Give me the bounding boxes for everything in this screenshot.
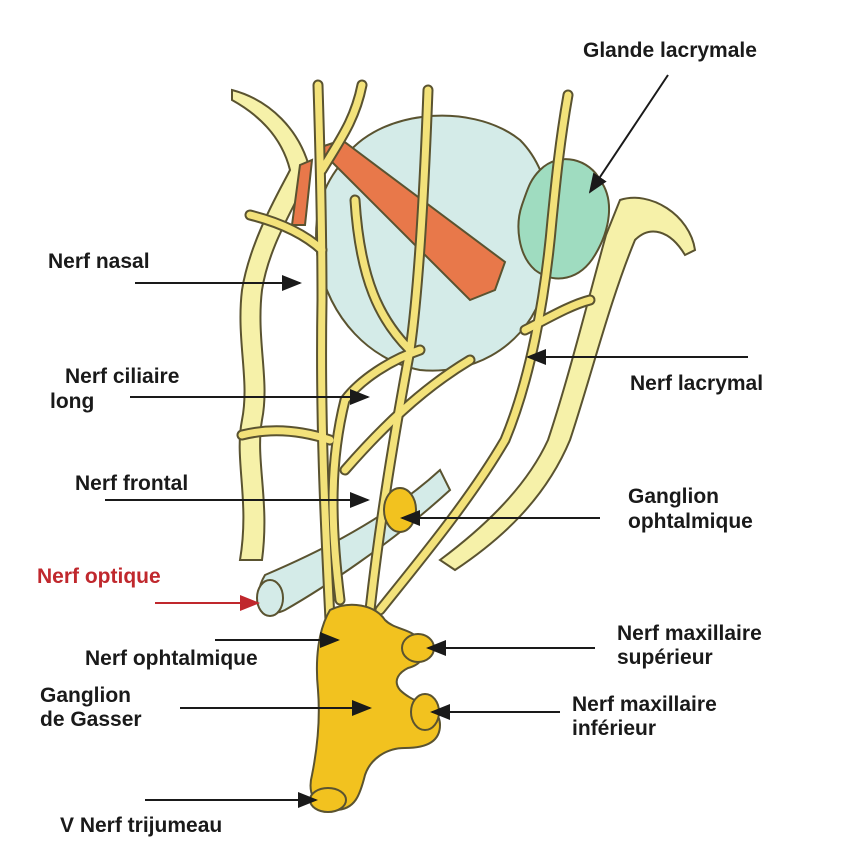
label-ganglion-gasser-line2: de Gasser (40, 708, 142, 731)
optic-nerve-section (256, 579, 284, 617)
orbital-bone-right (438, 196, 697, 572)
label-nerf-maxillaire-inferieur-line2: inférieur (572, 717, 656, 740)
label-nerf-ciliaire-long-line1: Nerf ciliaire (65, 365, 179, 388)
label-nerf-nasal: Nerf nasal (48, 250, 150, 273)
lacrimal-gland (517, 158, 611, 280)
label-v-nerf-trijumeau: V Nerf trijumeau (60, 814, 222, 837)
label-ganglion-ophtalmique-line2: ophtalmique (628, 510, 753, 533)
label-nerf-optique: Nerf optique (37, 565, 161, 588)
muscle-oblique (290, 158, 314, 226)
ciliary-ganglion (383, 487, 417, 533)
label-nerf-lacrymal: Nerf lacrymal (630, 372, 763, 395)
label-nerf-frontal: Nerf frontal (75, 472, 188, 495)
label-nerf-maxillaire-inferieur-line1: Nerf maxillaire (572, 693, 717, 716)
label-nerf-ciliaire-long-line2: long (50, 390, 94, 413)
label-nerf-maxillaire-superieur-line2: supérieur (617, 646, 713, 669)
label-nerf-maxillaire-superieur-line1: Nerf maxillaire (617, 622, 762, 645)
orbital-bone-left (231, 88, 312, 561)
label-ganglion-ophtalmique-line1: Ganglion (628, 485, 719, 508)
leader-lines (105, 74, 748, 808)
label-ganglion-gasser-line1: Ganglion (40, 684, 131, 707)
optic-nerve (258, 468, 452, 614)
label-nerf-ophtalmique: Nerf ophtalmique (85, 647, 258, 670)
label-glande-lacrymale: Glande lacrymale (583, 39, 757, 62)
